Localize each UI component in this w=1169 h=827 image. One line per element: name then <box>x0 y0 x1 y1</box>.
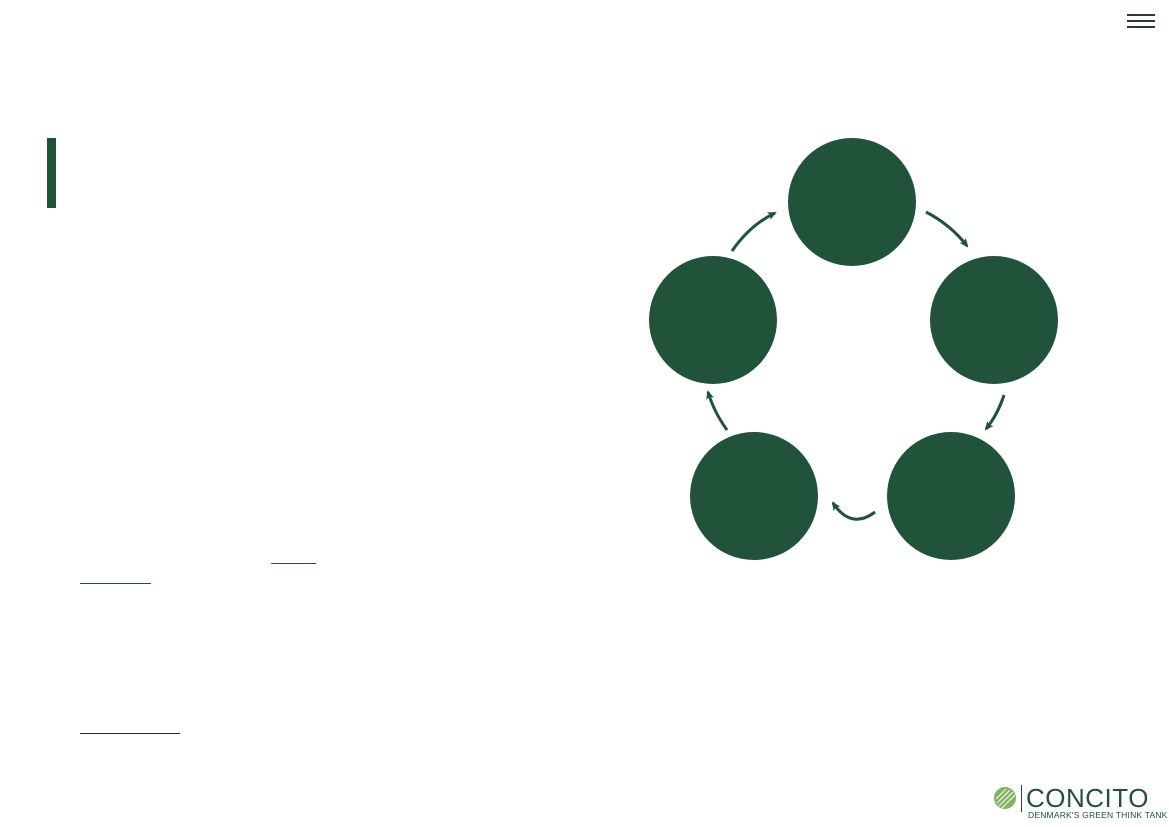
cycle-node-bottom-left <box>690 432 818 560</box>
logo-wordmark: CONCITO <box>1026 783 1149 813</box>
logo-separator <box>1021 785 1022 812</box>
inline-link-underline-2[interactable] <box>80 583 151 584</box>
cycle-arrow-bottom-left-to-left <box>706 390 729 431</box>
cycle-node-left <box>649 256 777 384</box>
hamburger-menu-icon[interactable] <box>1127 12 1157 32</box>
cycle-arrow-right-to-bottom-right <box>984 394 1006 431</box>
cycle-diagram <box>649 138 1058 560</box>
source-link-underline[interactable] <box>80 733 180 734</box>
cycle-arrow-top-to-right <box>925 210 969 248</box>
logo-tagline: DENMARK'S GREEN THINK TANK <box>1028 810 1168 820</box>
heading-accent-bar <box>47 138 56 208</box>
cycle-node-right <box>930 256 1058 384</box>
cycle-arrow-bottom-right-to-bottom-left <box>831 501 876 521</box>
cycle-node-bottom-right <box>887 432 1015 560</box>
inline-link-underline-1[interactable] <box>271 563 316 564</box>
concito-logo[interactable]: CONCITO DENMARK'S GREEN THINK TANK <box>993 783 1167 821</box>
cycle-node-top <box>788 138 916 266</box>
concito-leaf-logo-icon <box>994 787 1016 809</box>
cycle-arrow-left-to-top <box>730 211 777 252</box>
